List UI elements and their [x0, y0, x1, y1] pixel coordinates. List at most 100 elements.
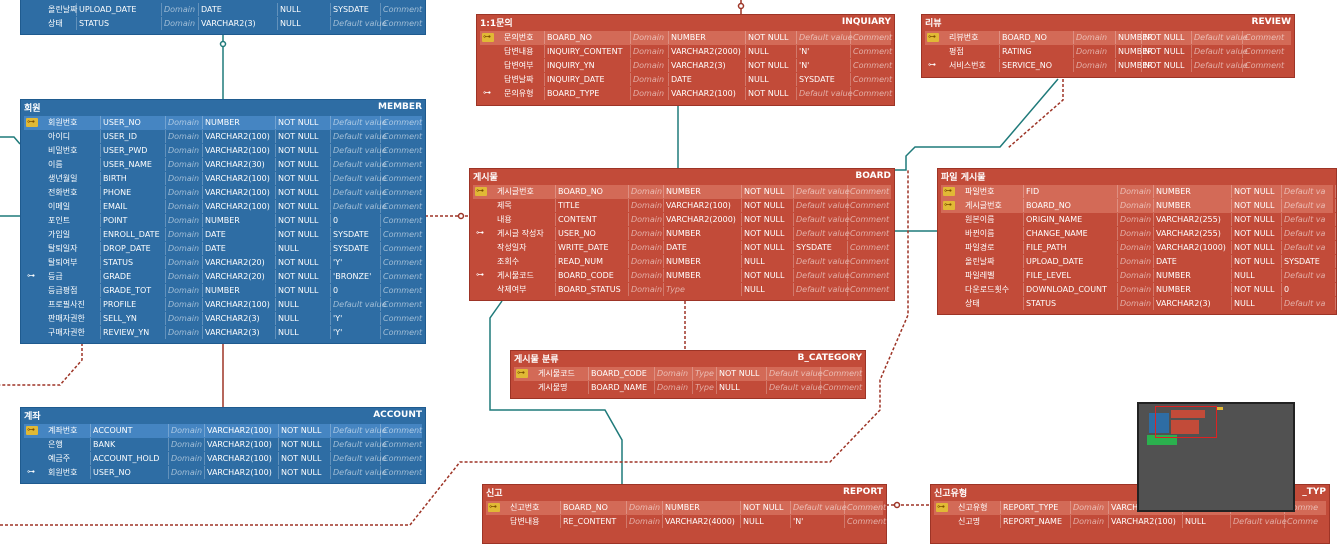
column-logical-name: 원본이름	[965, 215, 995, 224]
column-nullable: NOT NULL	[1141, 59, 1192, 72]
column-domain: Domain	[1117, 297, 1154, 310]
column-type: VARCHAR2(100)	[1108, 515, 1183, 528]
minimap-viewport[interactable]	[1155, 406, 1217, 438]
no-key-icon	[941, 297, 957, 309]
column-type: VARCHAR2(100)	[204, 452, 279, 465]
column-default: 0	[1281, 283, 1336, 296]
no-key-icon	[941, 213, 957, 225]
rel-member-dashed	[0, 343, 83, 386]
table-header[interactable]: 신고유형_TYP	[931, 485, 1329, 499]
column-logical-name: 문의유형	[504, 89, 534, 98]
column-type: DATE	[202, 242, 276, 255]
primary-key-icon: ⊶	[480, 31, 496, 43]
column-type: VARCHAR2(100)	[204, 424, 279, 437]
column-default: Default value	[330, 298, 387, 311]
minimap[interactable]	[1137, 402, 1295, 512]
column-type: VARCHAR2(100)	[204, 466, 279, 479]
column-default: 0	[330, 214, 381, 227]
column-logical-name: 게시글번호	[965, 201, 1002, 210]
column-physical-name: UPLOAD_DATE	[76, 3, 162, 16]
column-domain: Domain	[165, 312, 203, 325]
no-key-icon	[24, 17, 40, 29]
column-nullable: NOT NULL	[278, 424, 331, 437]
column-default: Default value	[796, 31, 853, 44]
column-comment: Comment	[380, 3, 422, 16]
table-header[interactable]: 파일 게시물	[938, 169, 1336, 183]
column-domain: Domain	[161, 3, 199, 16]
column-type: NUMBER	[663, 269, 742, 282]
column-default: Default value	[330, 186, 387, 199]
column-nullable: NOT NULL	[278, 452, 331, 465]
